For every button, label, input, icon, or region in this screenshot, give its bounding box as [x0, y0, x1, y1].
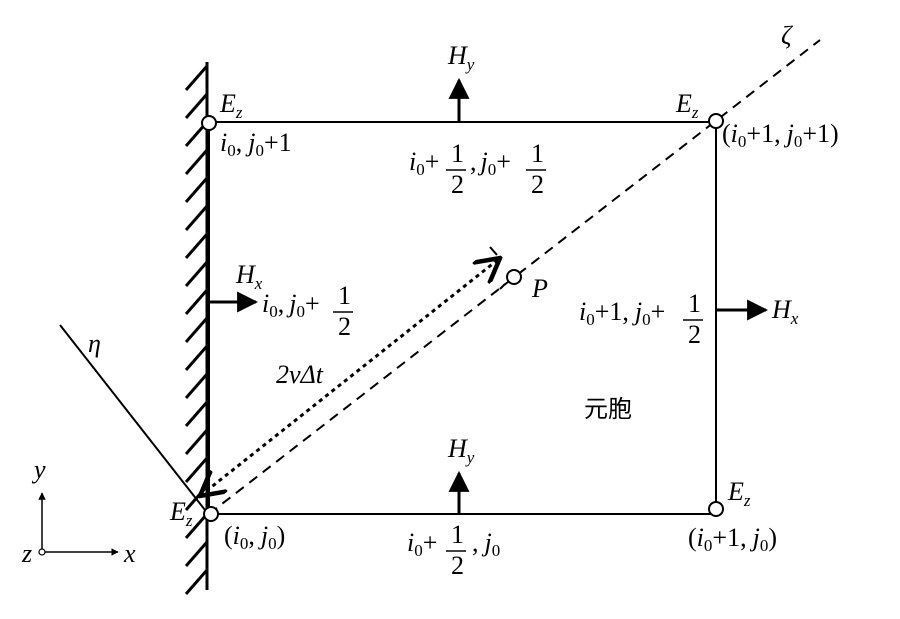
svg-text:2: 2 [688, 320, 701, 349]
eta-axis-line [59, 324, 206, 511]
index-bl: (i0,j0) [224, 521, 285, 553]
hatch-line [184, 65, 209, 91]
hatch-line [184, 317, 209, 343]
hatch-line [184, 93, 209, 119]
ez-label-tr: Ez [675, 89, 699, 122]
index-left-middle: i0,j0+ 1 2 [262, 281, 353, 341]
index-bottom-middle: i0+ 1 2 ,j0 [407, 520, 500, 580]
svg-text:2: 2 [531, 170, 544, 199]
point-p-tick [499, 283, 506, 290]
hy-label-bottom: Hy [447, 434, 475, 467]
svg-text:1: 1 [451, 139, 464, 168]
index-tl: i0,j0+1 [220, 128, 292, 160]
svg-text:2: 2 [451, 170, 464, 199]
svg-text:1: 1 [688, 289, 701, 318]
ez-label-br: Ez [727, 477, 751, 510]
hatch-line [184, 149, 209, 175]
hy-label-top: Hy [447, 41, 475, 74]
point-p-label: P [531, 274, 548, 303]
hx-label-left: Hx [235, 260, 263, 293]
point-p-circle [506, 269, 522, 285]
hatch-line [184, 429, 209, 455]
hatch-line [184, 177, 209, 203]
hatch-line [184, 569, 209, 595]
node-tr-circle [708, 113, 724, 129]
hatch-line [184, 457, 209, 483]
hatch-line [184, 401, 209, 427]
hatch-line [184, 261, 209, 287]
eta-label: η [88, 329, 101, 358]
svg-text:2: 2 [338, 312, 351, 341]
hatch-line [184, 513, 209, 539]
axis-y-label: y [31, 455, 46, 484]
svg-text:1: 1 [338, 281, 351, 310]
hatch-line [184, 541, 209, 567]
hatch-line [184, 345, 209, 371]
node-tl-circle [201, 115, 217, 131]
axis-x-label: x [123, 539, 136, 568]
index-top-middle: i0+ 1 2 ,j0+ 1 2 [409, 139, 546, 199]
svg-text:1: 1 [531, 139, 544, 168]
svg-text:2: 2 [451, 551, 464, 580]
index-br: (i0+1,j0) [688, 523, 777, 555]
ez-label-bl: Ez [169, 497, 193, 530]
ez-label-tl: Ez [219, 89, 243, 122]
svg-text:i0+: i0+ [409, 147, 439, 179]
hatch-line [184, 233, 209, 259]
coordinate-axes: y x z [21, 455, 136, 568]
svg-text:i0,j0+: i0,j0+ [262, 289, 320, 321]
svg-text:i0+: i0+ [407, 528, 437, 560]
zeta-label: ζ [781, 21, 793, 50]
node-bl-circle [203, 506, 219, 522]
svg-text:i0+1,j0+: i0+1,j0+ [579, 297, 665, 329]
hatch-line [184, 289, 209, 315]
distance-end-tick [489, 246, 498, 256]
hatch-line [184, 205, 209, 231]
index-tr: (i0+1,j0+1) [722, 119, 839, 151]
hx-label-right: Hx [771, 295, 799, 328]
svg-text:,j0: ,j0 [472, 528, 500, 560]
svg-text:1: 1 [451, 520, 464, 549]
cell-label: 元胞 [584, 395, 632, 423]
hatch-line [184, 373, 209, 399]
axis-z-label: z [21, 539, 32, 568]
node-br-circle [708, 501, 724, 517]
svg-text:,j0+: ,j0+ [470, 147, 511, 179]
distance-label: 2vΔt [276, 360, 324, 389]
index-right-middle: i0+1,j0+ 1 2 [579, 289, 703, 349]
